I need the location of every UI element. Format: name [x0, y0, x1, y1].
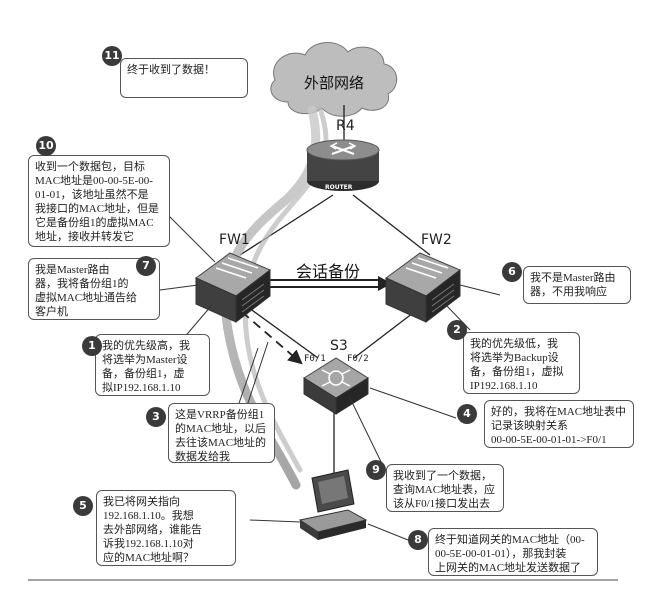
step-9-badge: 9: [366, 460, 386, 480]
firewall-fw1-icon: [195, 252, 271, 324]
pointer-8: [367, 523, 409, 541]
callout-6: 我不是Master路由 器，不用我响应: [523, 266, 631, 304]
session-backup-label: 会话备份: [296, 262, 361, 281]
fw2-label: FW2: [421, 232, 452, 248]
pointer-4: [369, 387, 457, 419]
s3-label: S3: [330, 338, 348, 354]
callout-10: 收到一个数据包，目标 MAC地址是00-00-5E-00- 01-01，该地址虽…: [28, 155, 170, 247]
callout-1: 我的优先级高，我 将选举为Master设 备，备份组1，虚 拟IP192.168…: [95, 334, 210, 396]
vrrp-advert-arrow: [241, 311, 303, 365]
router-badge: ROUTER: [325, 184, 353, 191]
pointer-7: [159, 284, 199, 291]
callout-5: 我已将网关指向 192.168.1.10。我想 去外部网络，谁能告 诉我192.…: [96, 490, 236, 566]
callout-2: 我的优先级低，我 将选举为Backup设 备，备份组1，虚拟 IP192.168…: [463, 332, 580, 394]
session-backup-arrow: [260, 276, 392, 291]
pointer-3: [235, 347, 259, 413]
pc-icon: [298, 469, 368, 540]
step-5-badge: 5: [73, 496, 93, 516]
step-1-badge: 1: [82, 336, 102, 356]
callout-11: 终于收到了数据！: [120, 58, 248, 98]
pointer-10: [167, 214, 216, 263]
fw1-label: FW1: [219, 232, 250, 248]
router-label: R4: [336, 118, 355, 134]
step-7-badge: 7: [136, 256, 156, 276]
pointer-3b: [244, 341, 269, 413]
s3-port-f01: F0/1: [304, 354, 326, 364]
step-10-badge: 10: [36, 136, 56, 156]
switch-s3-icon: [303, 357, 369, 415]
pointer-6: [459, 284, 501, 296]
step-6-badge: 6: [502, 262, 522, 282]
callout-3: 这是VRRP备份组1 的MAC地址，以后 去往该MAC地址的 数据发给我: [168, 403, 275, 463]
step-11-badge: 11: [102, 46, 122, 66]
step-8-badge: 8: [408, 530, 428, 550]
cloud-icon: [270, 42, 398, 117]
callout-4: 好的，我将在MAC地址表中 记录该映射关系 00-00-5E-00-01-01-…: [484, 400, 634, 448]
link-r4-fw2: [352, 194, 431, 256]
callout-8: 终于知道网关的MAC地址（00- 00-5E-00-01-01），那我封装 上网…: [428, 528, 598, 576]
step-4-badge: 4: [457, 404, 477, 424]
s3-port-f02: F0/2: [347, 354, 369, 364]
pointer-5: [249, 519, 301, 523]
step-2-badge: 2: [447, 320, 467, 340]
router-icon: [306, 139, 380, 191]
link-r4-fw1: [239, 194, 334, 256]
callout-9: 我收到了一个数据， 查询MAC地址表，应 该从F0/1接口发出去: [386, 464, 504, 512]
step-3-badge: 3: [146, 407, 166, 427]
pointer-9: [349, 397, 386, 471]
firewall-fw2-icon: [385, 252, 461, 324]
cloud-label: 外部网络: [304, 74, 365, 92]
